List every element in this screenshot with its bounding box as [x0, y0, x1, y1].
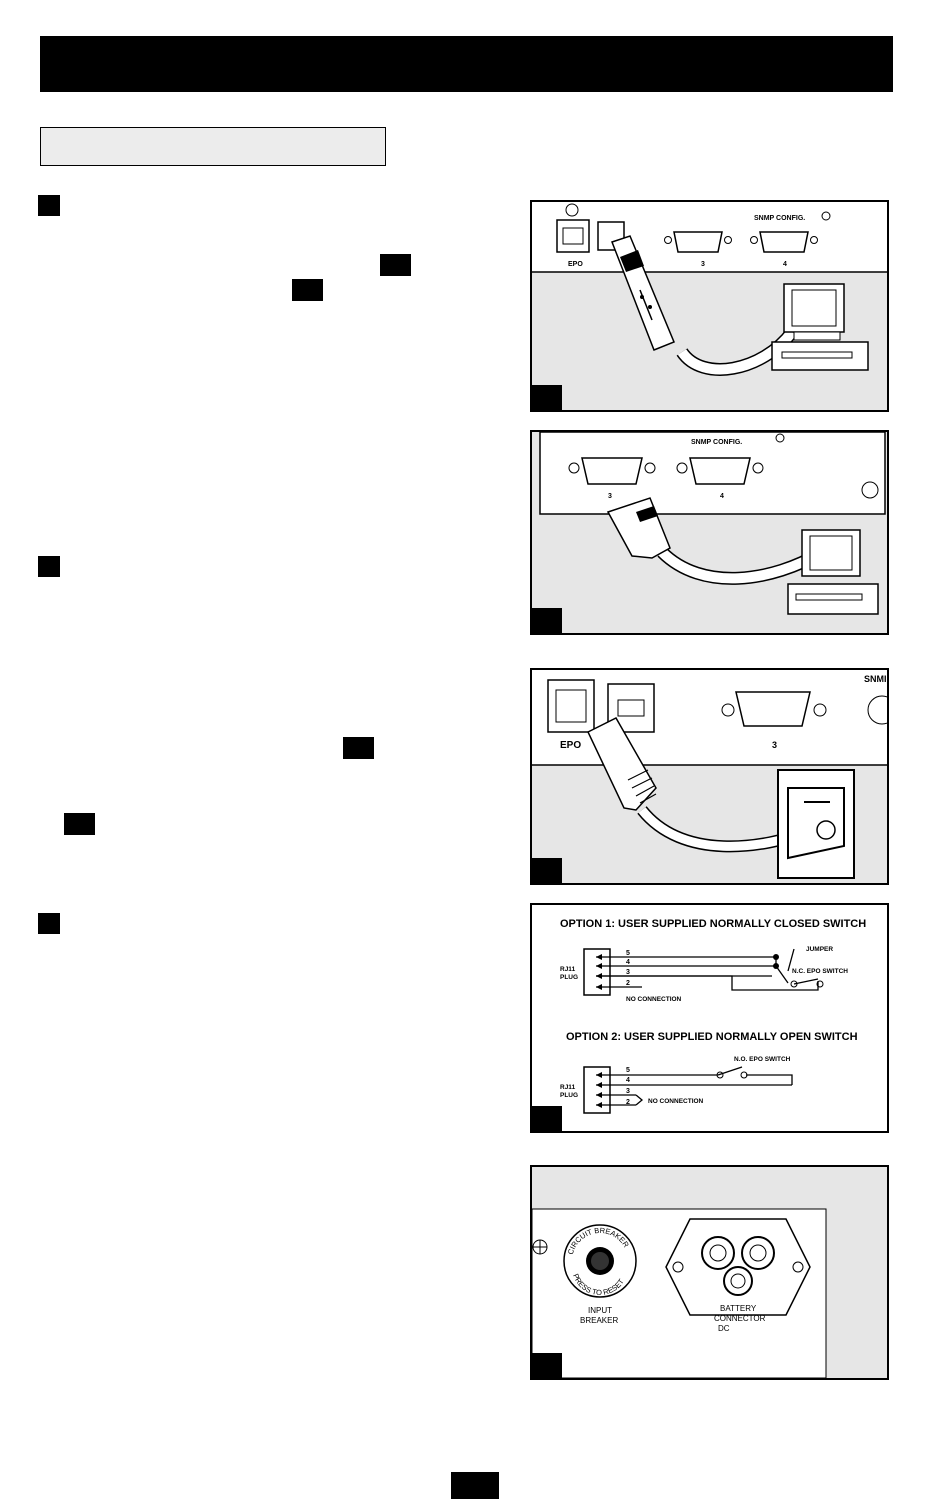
usb-connection-figure: EPO 3 4 SNMP CONFIG. [530, 200, 889, 412]
nc-switch-label: N.C. EPO SWITCH [792, 968, 848, 975]
figure-number-tag [532, 858, 562, 883]
port-4-label: 4 [720, 493, 724, 500]
port-4-label: 4 [783, 261, 787, 268]
epo-wiring-diagram: OPTION 1: USER SUPPLIED NORMALLY CLOSED … [530, 903, 889, 1133]
figure-number-tag [532, 1353, 562, 1378]
figure-ref-box [343, 737, 374, 759]
wiring-schematic: OPTION 1: USER SUPPLIED NORMALLY CLOSED … [560, 918, 866, 1114]
connector-label: CONNECTOR [714, 1314, 766, 1323]
pin-2: 2 [626, 1099, 630, 1106]
step-marker-3 [38, 913, 60, 934]
no-switch-label: N.O. EPO SWITCH [734, 1056, 791, 1063]
epo-label: EPO [560, 740, 581, 751]
section-title-box [40, 127, 386, 166]
port-3-label: 3 [701, 261, 705, 268]
snmp-partial-label: SNMI [864, 674, 887, 684]
battery-label: BATTERY [720, 1304, 757, 1313]
figure-ref-box [292, 279, 323, 301]
breaker-label: BREAKER [580, 1316, 618, 1325]
figure-ref-box [380, 254, 411, 276]
port-3-label: 3 [772, 740, 777, 750]
rj11-label: RJ11 [560, 1084, 576, 1091]
computer-icon [787, 529, 879, 615]
step-marker-2 [38, 556, 60, 577]
battery-connector-icon [665, 1218, 811, 1316]
epo-connection-figure: EPO 3 SNMI [530, 668, 889, 885]
option1-title: OPTION 1: USER SUPPLIED NORMALLY CLOSED … [560, 918, 866, 930]
no-connection-label: NO CONNECTION [626, 996, 682, 1003]
switch-icon [777, 769, 855, 879]
snmp-config-label: SNMP CONFIG. [754, 215, 805, 222]
rj11-label: RJ11 [560, 966, 576, 973]
pin-4: 4 [626, 959, 630, 966]
page-number-box [451, 1472, 499, 1499]
computer-icon [771, 283, 869, 371]
no-connection-label: NO CONNECTION [648, 1098, 704, 1105]
figure-ref-box [64, 813, 95, 835]
pin-2: 2 [626, 980, 630, 987]
figure-number-tag [532, 608, 562, 633]
pin-5: 5 [626, 1067, 630, 1074]
step-marker-1 [38, 195, 60, 216]
plug-label: PLUG [560, 1092, 578, 1099]
pin-3: 3 [626, 969, 630, 976]
figure-number-tag [532, 1106, 562, 1131]
input-breaker-icon [563, 1224, 637, 1298]
pin-5: 5 [626, 950, 630, 957]
breaker-battery-drawing: CIRCUIT BREAKER PRESS TO RESET INPUT BRE… [532, 1167, 887, 1378]
breaker-battery-figure: CIRCUIT BREAKER PRESS TO RESET INPUT BRE… [530, 1165, 889, 1380]
figure-number-tag [532, 385, 562, 410]
pin-4: 4 [626, 1077, 630, 1084]
header-bar [40, 36, 893, 92]
plug-label: PLUG [560, 974, 578, 981]
epo-label: EPO [568, 261, 583, 268]
input-label: INPUT [588, 1306, 612, 1315]
pin-3: 3 [626, 1088, 630, 1095]
snmp-config-label: SNMP CONFIG. [691, 439, 742, 446]
port-3-label: 3 [608, 493, 612, 500]
epo-connection-drawing: EPO 3 SNMI [532, 670, 887, 883]
serial-connection-drawing: SNMP CONFIG. 3 4 [532, 432, 887, 633]
serial-connection-figure: SNMP CONFIG. 3 4 [530, 430, 889, 635]
option2-title: OPTION 2: USER SUPPLIED NORMALLY OPEN SW… [566, 1031, 858, 1043]
jumper-label: JUMPER [806, 946, 833, 953]
usb-icon [611, 235, 675, 351]
dc-label: DC [718, 1324, 730, 1333]
usb-connection-drawing: EPO 3 4 SNMP CONFIG. [532, 202, 887, 410]
